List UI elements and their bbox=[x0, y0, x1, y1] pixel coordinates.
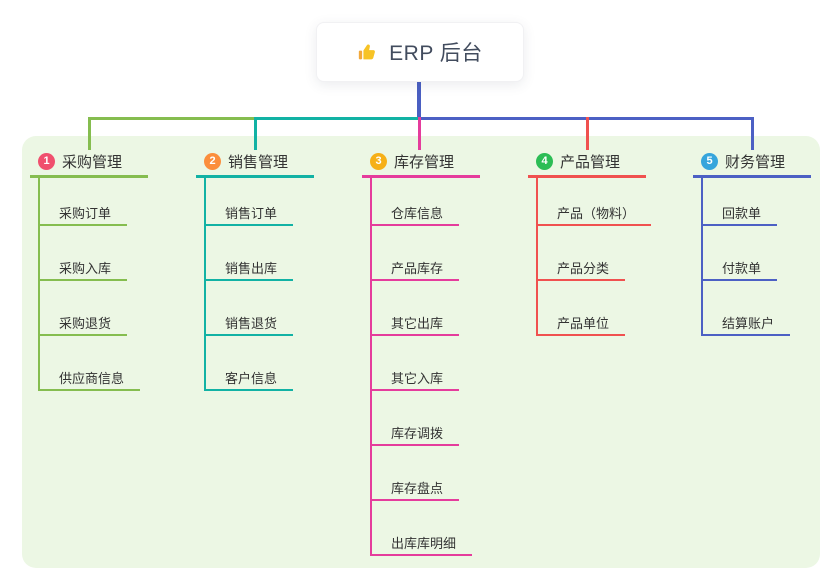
branch-children: 销售订单 销售出库 销售退货 客户信息 bbox=[204, 178, 346, 391]
branch-header-inventory[interactable]: 3 库存管理 bbox=[362, 148, 480, 178]
branch-header-purchase[interactable]: 1 采购管理 bbox=[30, 148, 148, 178]
node-item[interactable]: 付款单 bbox=[703, 226, 778, 281]
node-item[interactable]: 销售退货 bbox=[206, 281, 294, 336]
branch-children: 回款单 付款单 结算账户 bbox=[701, 178, 839, 336]
branch-children: 采购订单 采购入库 采购退货 供应商信息 bbox=[38, 178, 180, 391]
node-item[interactable]: 其它出库 bbox=[372, 281, 460, 336]
branch-purchase: 1 采购管理 采购订单 采购入库 采购退货 供应商信息 bbox=[30, 148, 180, 391]
branch-label: 财务管理 bbox=[725, 154, 786, 171]
branch-number-badge: 3 bbox=[370, 153, 387, 170]
branch-finance: 5 财务管理 回款单 付款单 结算账户 bbox=[693, 148, 839, 336]
root-title: ERP 后台 bbox=[389, 42, 483, 65]
branch-header-sales[interactable]: 2 销售管理 bbox=[196, 148, 314, 178]
connector-drop-finance bbox=[751, 117, 754, 150]
branch-sales: 2 销售管理 销售订单 销售出库 销售退货 客户信息 bbox=[196, 148, 346, 391]
root-node[interactable]: ERP 后台 bbox=[316, 22, 524, 82]
node-item[interactable]: 产品单位 bbox=[538, 281, 626, 336]
branch-inventory: 3 库存管理 仓库信息 产品库存 其它出库 其它入库 库存调拨 库存盘点 出库库… bbox=[362, 148, 512, 556]
connector-drop-inventory bbox=[418, 117, 421, 150]
branch-number-badge: 1 bbox=[38, 153, 55, 170]
node-item[interactable]: 回款单 bbox=[703, 178, 778, 226]
node-item[interactable]: 采购订单 bbox=[40, 178, 128, 226]
branch-number-badge: 5 bbox=[701, 153, 718, 170]
branch-label: 销售管理 bbox=[228, 154, 289, 171]
branch-label: 产品管理 bbox=[560, 154, 621, 171]
node-item[interactable]: 销售订单 bbox=[206, 178, 294, 226]
branch-children: 仓库信息 产品库存 其它出库 其它入库 库存调拨 库存盘点 出库库明细 bbox=[370, 178, 512, 556]
connector-segment-green bbox=[89, 117, 256, 120]
connector-segment-teal bbox=[255, 117, 421, 120]
branch-label: 库存管理 bbox=[394, 154, 455, 171]
node-item[interactable]: 出库库明细 bbox=[372, 501, 473, 556]
connector-drop-purchase bbox=[88, 117, 91, 150]
node-item[interactable]: 供应商信息 bbox=[40, 336, 141, 391]
node-item[interactable]: 客户信息 bbox=[206, 336, 294, 391]
node-item[interactable]: 产品（物料） bbox=[538, 178, 652, 226]
node-item[interactable]: 库存调拨 bbox=[372, 391, 460, 446]
connector-segment-blue bbox=[419, 117, 752, 120]
branch-product: 4 产品管理 产品（物料） 产品分类 产品单位 bbox=[528, 148, 678, 336]
branch-number-badge: 2 bbox=[204, 153, 221, 170]
connector-drop-product bbox=[586, 117, 589, 150]
thumbs-up-icon bbox=[357, 41, 379, 63]
node-item[interactable]: 结算账户 bbox=[703, 281, 791, 336]
node-item[interactable]: 仓库信息 bbox=[372, 178, 460, 226]
branch-header-product[interactable]: 4 产品管理 bbox=[528, 148, 646, 178]
branch-number-badge: 4 bbox=[536, 153, 553, 170]
branch-children: 产品（物料） 产品分类 产品单位 bbox=[536, 178, 678, 336]
node-item[interactable]: 销售出库 bbox=[206, 226, 294, 281]
connector-root-stem bbox=[417, 82, 421, 118]
node-item[interactable]: 产品分类 bbox=[538, 226, 626, 281]
connector-drop-sales bbox=[254, 117, 257, 150]
node-item[interactable]: 产品库存 bbox=[372, 226, 460, 281]
node-item[interactable]: 库存盘点 bbox=[372, 446, 460, 501]
node-item[interactable]: 采购入库 bbox=[40, 226, 128, 281]
branches-panel bbox=[22, 136, 820, 568]
node-item[interactable]: 其它入库 bbox=[372, 336, 460, 391]
branch-header-finance[interactable]: 5 财务管理 bbox=[693, 148, 811, 178]
node-item[interactable]: 采购退货 bbox=[40, 281, 128, 336]
branch-label: 采购管理 bbox=[62, 154, 123, 171]
